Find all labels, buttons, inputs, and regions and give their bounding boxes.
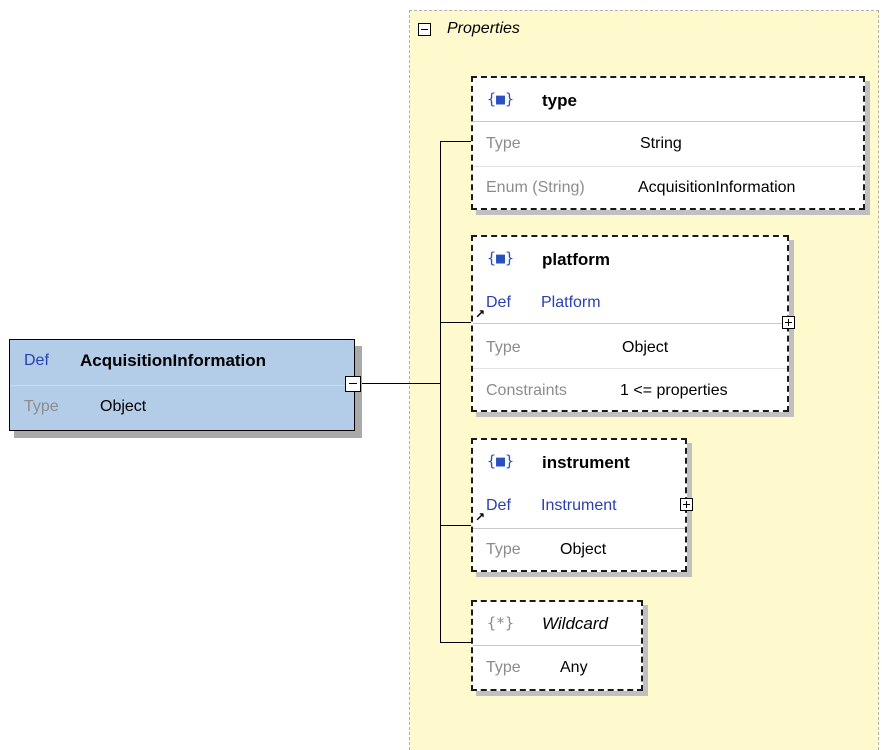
properties-title: Properties	[447, 20, 520, 37]
connector-root-horizontal	[361, 383, 441, 384]
type-value: Any	[560, 659, 588, 676]
connector-platform	[440, 322, 472, 323]
reference-arrow-icon: ↗	[475, 510, 486, 524]
wildcard-icon: {*}	[487, 614, 515, 632]
enum-label: Enum (String)	[486, 179, 585, 196]
properties-collapse-toggle[interactable]	[418, 23, 431, 36]
instrument-expand-toggle[interactable]	[680, 498, 693, 511]
def-value: Platform	[541, 294, 601, 311]
type-label: Type	[486, 339, 521, 356]
root-name: AcquisitionInformation	[80, 351, 267, 370]
property-node-type[interactable]: {■} type Type String Enum (String) Acqui…	[471, 76, 865, 210]
type-value: String	[640, 135, 682, 152]
element-icon: {■}	[487, 452, 515, 470]
element-icon: {■}	[487, 249, 515, 267]
property-name: type	[542, 91, 577, 110]
reference-arrow-icon: ↗	[475, 307, 486, 321]
constraints-value: 1 <= properties	[620, 382, 728, 399]
connector-instrument	[440, 525, 472, 526]
property-name: Wildcard	[542, 614, 608, 633]
type-value: Object	[560, 541, 607, 558]
root-node-header	[10, 340, 354, 386]
def-label: Def	[486, 497, 511, 514]
property-node-platform[interactable]: {■} platform ↗ Def Platform Type Object …	[471, 235, 789, 412]
connector-type	[440, 141, 472, 142]
type-label: Type	[486, 541, 521, 558]
connector-wildcard	[440, 642, 472, 643]
property-name: platform	[542, 250, 610, 269]
root-collapse-toggle[interactable]	[345, 376, 361, 392]
constraints-label: Constraints	[486, 382, 567, 399]
type-value: Object	[622, 339, 669, 356]
root-type-label: Type	[24, 398, 59, 415]
def-value: Instrument	[541, 497, 617, 514]
type-label: Type	[486, 659, 521, 676]
platform-expand-toggle[interactable]	[782, 316, 795, 329]
element-icon: {■}	[487, 90, 515, 108]
type-label: Type	[486, 135, 521, 152]
property-node-instrument[interactable]: {■} instrument ↗ Def Instrument Type Obj…	[471, 438, 687, 572]
root-def-label: Def	[24, 352, 49, 369]
def-label: Def	[486, 294, 511, 311]
root-type-value: Object	[100, 398, 147, 415]
connector-vertical-trunk	[440, 141, 441, 643]
property-name: instrument	[542, 453, 630, 472]
enum-value: AcquisitionInformation	[638, 179, 796, 196]
property-node-wildcard[interactable]: {*} Wildcard Type Any	[471, 600, 643, 691]
root-node-acquisition-information[interactable]: Def AcquisitionInformation Type Object	[9, 339, 355, 431]
